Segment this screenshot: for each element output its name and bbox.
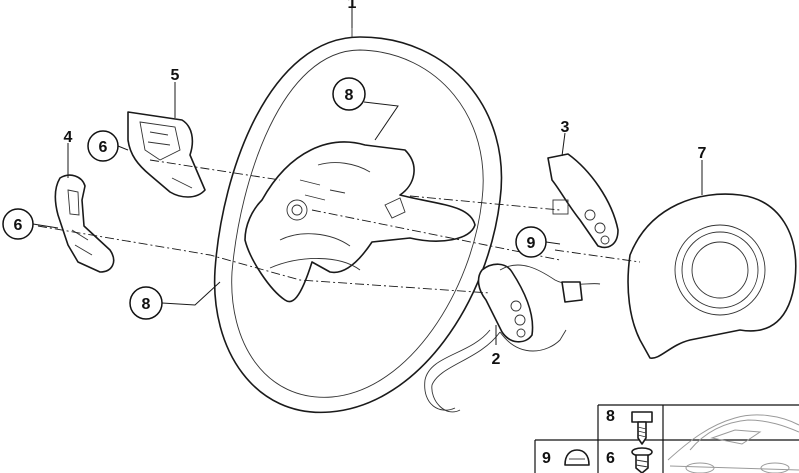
bolt-icon (631, 411, 653, 445)
callout-bubble-6-lower (2, 208, 34, 240)
leader-lines (32, 0, 703, 345)
callout-7: 7 (698, 145, 707, 162)
callout-bubble-6-upper (87, 130, 119, 162)
steering-wheel-rim (213, 28, 503, 414)
screw-icon (631, 447, 653, 473)
right-button-panel (547, 153, 619, 249)
nut-cap-icon (564, 449, 590, 466)
callout-bubble-9 (515, 226, 547, 258)
wiring-harness-and-switch (424, 263, 601, 413)
callout-5: 5 (171, 67, 180, 84)
callout-3: 3 (561, 119, 570, 136)
legend-label-9: 9 (542, 450, 551, 467)
callout-1: 1 (348, 0, 357, 12)
upper-shift-paddle (127, 111, 206, 198)
callout-bubble-8-top (332, 77, 366, 111)
callout-9: 9 (527, 235, 536, 252)
legend-label-6: 6 (606, 450, 615, 467)
left-shift-paddle (54, 174, 115, 273)
callout-6-lower: 6 (14, 217, 23, 234)
callout-8-bottom: 8 (142, 296, 151, 313)
airbag-module (627, 193, 797, 359)
car-silhouette-icon (667, 414, 799, 473)
callout-8-top: 8 (345, 87, 354, 104)
parts-legend: 8 9 6 (534, 404, 799, 473)
callout-6-upper: 6 (99, 139, 108, 156)
callout-4: 4 (64, 129, 73, 146)
callout-2: 2 (492, 351, 501, 368)
callout-bubble-8-bottom (129, 286, 163, 320)
legend-label-8: 8 (606, 408, 615, 425)
